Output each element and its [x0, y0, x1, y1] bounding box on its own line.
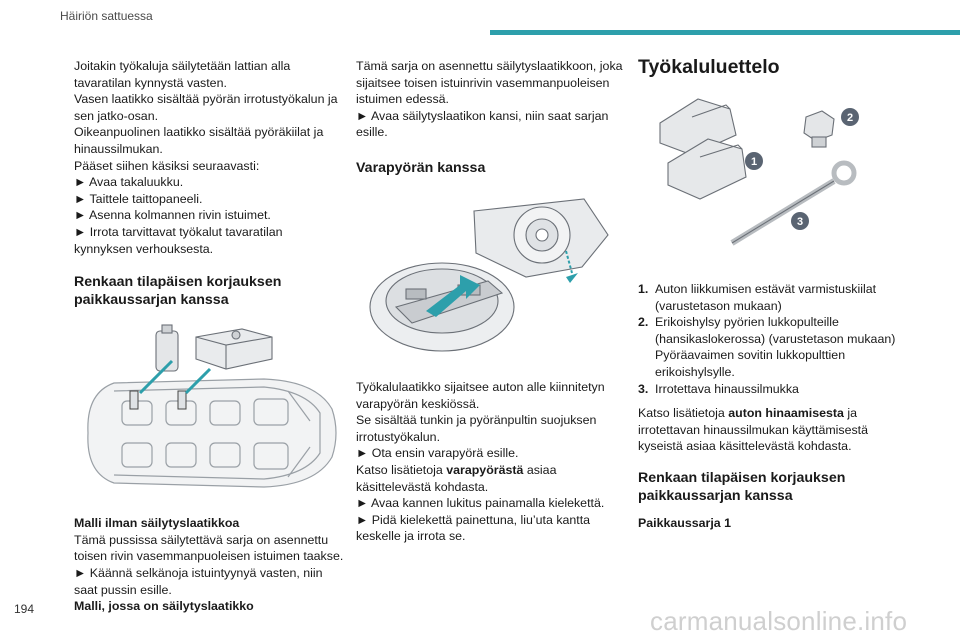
ref-suffix: ja [843, 406, 858, 421]
tool-list-figure: 1 2 3 [659, 98, 859, 246]
section-title-tool-list: Työkaluluettelo [638, 56, 780, 78]
text-line: Vasen laatikko sisältää pyörän irrotusty… [74, 92, 338, 107]
kit-subheading: Paikkaussarja 1 [638, 515, 732, 530]
reference-line: Katso lisätietoja auton hinaamisesta ja [638, 405, 900, 422]
text-line: Irrotettava hinaussilmukka [655, 381, 799, 396]
text-line: käsittelevästä kohdasta. [356, 479, 489, 494]
watermark: carmanualsonline.info [650, 606, 908, 636]
text-line: Pääset siihen käsiksi seuraavasti: [74, 158, 260, 173]
figure-badge-3: 3 [797, 216, 803, 228]
text-line: tavaratilan kynnystä vasten. [74, 75, 227, 90]
text-line: sen jatko-osan. [74, 108, 159, 123]
list-item: 2. Erikoishylsy pyörien lukkopulteille (… [638, 314, 900, 380]
model-without-box: Malli ilman säilytyslaatikkoa Tämä pussi… [74, 515, 346, 615]
subheading: Malli ilman säilytyslaatikkoa [74, 516, 240, 531]
car-topview-repair-kit-figure [87, 324, 337, 488]
section-heading-spare-wheel: Varapyörän kanssa [356, 159, 486, 176]
page-number: 194 [14, 602, 35, 616]
column-left: Joitakin työkaluja säilytetään lattian a… [74, 58, 346, 615]
toolbox-paragraph: Työkalulaatikko sijaitsee auton alle kii… [356, 379, 628, 545]
step-line: ► Käännä selkänoja istuintyynyä vasten, … [74, 565, 323, 580]
text-line: Tämä sarja on asennettu säilytyslaatikko… [356, 59, 623, 73]
text-line: sijaitsee toisen istuinrivin vasemmanpuo… [356, 75, 610, 90]
section-heading-repair-kit-2: Renkaan tilapäisen korjauksen paikkaussa… [638, 469, 900, 505]
ref-link: varapyörästä [446, 462, 524, 477]
header-accent-bar [490, 30, 960, 35]
reference-line: Katso lisätietoja varapyörästä asiaa [356, 462, 628, 479]
text-line: hinaussilmukan. [74, 141, 163, 156]
tool-list: 1. Auton liikkumisen estävät varmistuski… [638, 281, 900, 397]
subheading: Malli, jossa on säilytyslaatikko [74, 599, 254, 614]
list-number: 2. [638, 315, 649, 330]
text-line: Erikoishylsy pyörien lukkopulteille [655, 315, 839, 330]
ref-prefix: Katso lisätietoja [356, 462, 447, 477]
ref-suffix: asiaa [523, 462, 557, 477]
text-line: irrotustyökalun. [356, 429, 441, 444]
ref-link: auton hinaamisesta [728, 406, 844, 421]
column-middle: Tämä sarja on asennettu säilytyslaatikko… [356, 58, 628, 545]
text-line: Oikeanpuolinen laatikko sisältää pyöräki… [74, 125, 324, 140]
list-item: 3. Irrotettava hinaussilmukka [638, 381, 900, 398]
spare-wheel-toolbox-figure [369, 198, 609, 352]
step-line: ► Pidä kielekettä painettuna, liu’uta ka… [356, 512, 591, 527]
step-line: ► Avaa säilytyslaatikon kansi, niin saat… [356, 108, 609, 123]
heading-line: Renkaan tilapäisen korjauksen [638, 469, 846, 486]
text-line: irrotettavan hinaussilmukan käyttämisest… [638, 422, 869, 437]
intro-paragraph: Joitakin työkaluja säilytetään lattian a… [74, 58, 346, 257]
text-line: kynnyksen verhouksesta. [74, 241, 214, 256]
text-line: Joitakin työkaluja säilytetään lattian a… [74, 59, 291, 73]
step-line: ► Avaa kannen lukitus painamalla kieleke… [356, 496, 605, 511]
section-heading-repair-kit: Renkaan tilapäisen korjauksen paikkaussa… [74, 273, 346, 309]
list-number: 3. [638, 381, 649, 396]
text-line: saat pussin esille. [74, 582, 172, 597]
text-line: Auton liikkumisen estävät varmistuskiila… [655, 282, 877, 296]
text-line: (hansikaslokerossa) (varustetason mukaan… [655, 331, 896, 346]
list-item: 1. Auton liikkumisen estävät varmistuski… [638, 281, 900, 314]
list-number: 1. [638, 282, 649, 296]
text-line: Se sisältää tunkin ja pyöränpultin suoju… [356, 413, 597, 428]
step-line: ► Irrota tarvittavat työkalut tavaratila… [74, 224, 283, 239]
text-line: erikoishylsylle. [655, 364, 735, 379]
step-line: ► Asenna kolmannen rivin istuimet. [74, 208, 271, 223]
text-line: Tämä pussissa säilytettävä sarja on asen… [74, 532, 329, 547]
heading-line: paikkaussarjan kanssa [74, 292, 229, 309]
step-line: ► Ota ensin varapyörä esille. [356, 446, 519, 461]
ref-prefix: Katso lisätietoja [638, 406, 729, 421]
text-line: Pyöräavaimen sovitin lukkopulttien [655, 348, 846, 363]
figure-badge-2: 2 [847, 112, 853, 124]
text-line: varapyörän keskiössä. [356, 396, 480, 411]
step-line: ► Taittele taittopaneeli. [74, 191, 203, 206]
text-line: (varustetason mukaan) [655, 298, 782, 313]
figure-badge-1: 1 [751, 156, 757, 168]
running-header: Häiriön sattuessa [60, 9, 153, 23]
text-line: toisen rivin vasemmanpuoleisen istuimen … [74, 549, 344, 564]
towing-reference: Katso lisätietoja auton hinaamisesta ja … [638, 405, 900, 455]
text-line: keskelle ja irrota se. [356, 529, 466, 544]
text-line: Työkalulaatikko sijaitsee auton alle kii… [356, 379, 605, 394]
text-line: istuimen edessä. [356, 92, 449, 107]
heading-line: Renkaan tilapäisen korjauksen [74, 274, 282, 291]
text-line: esille. [356, 125, 388, 140]
text-line: kyseistä asiaa käsittelevästä kohdasta. [638, 439, 852, 454]
heading-line: paikkaussarjan kanssa [638, 487, 793, 504]
column-right: Työkaluluettelo 1 2 3 1. Auton liikkumis… [638, 56, 900, 532]
step-line: ► Avaa takaluukku. [74, 175, 184, 190]
intro-paragraph: Tämä sarja on asennettu säilytyslaatikko… [356, 58, 628, 141]
